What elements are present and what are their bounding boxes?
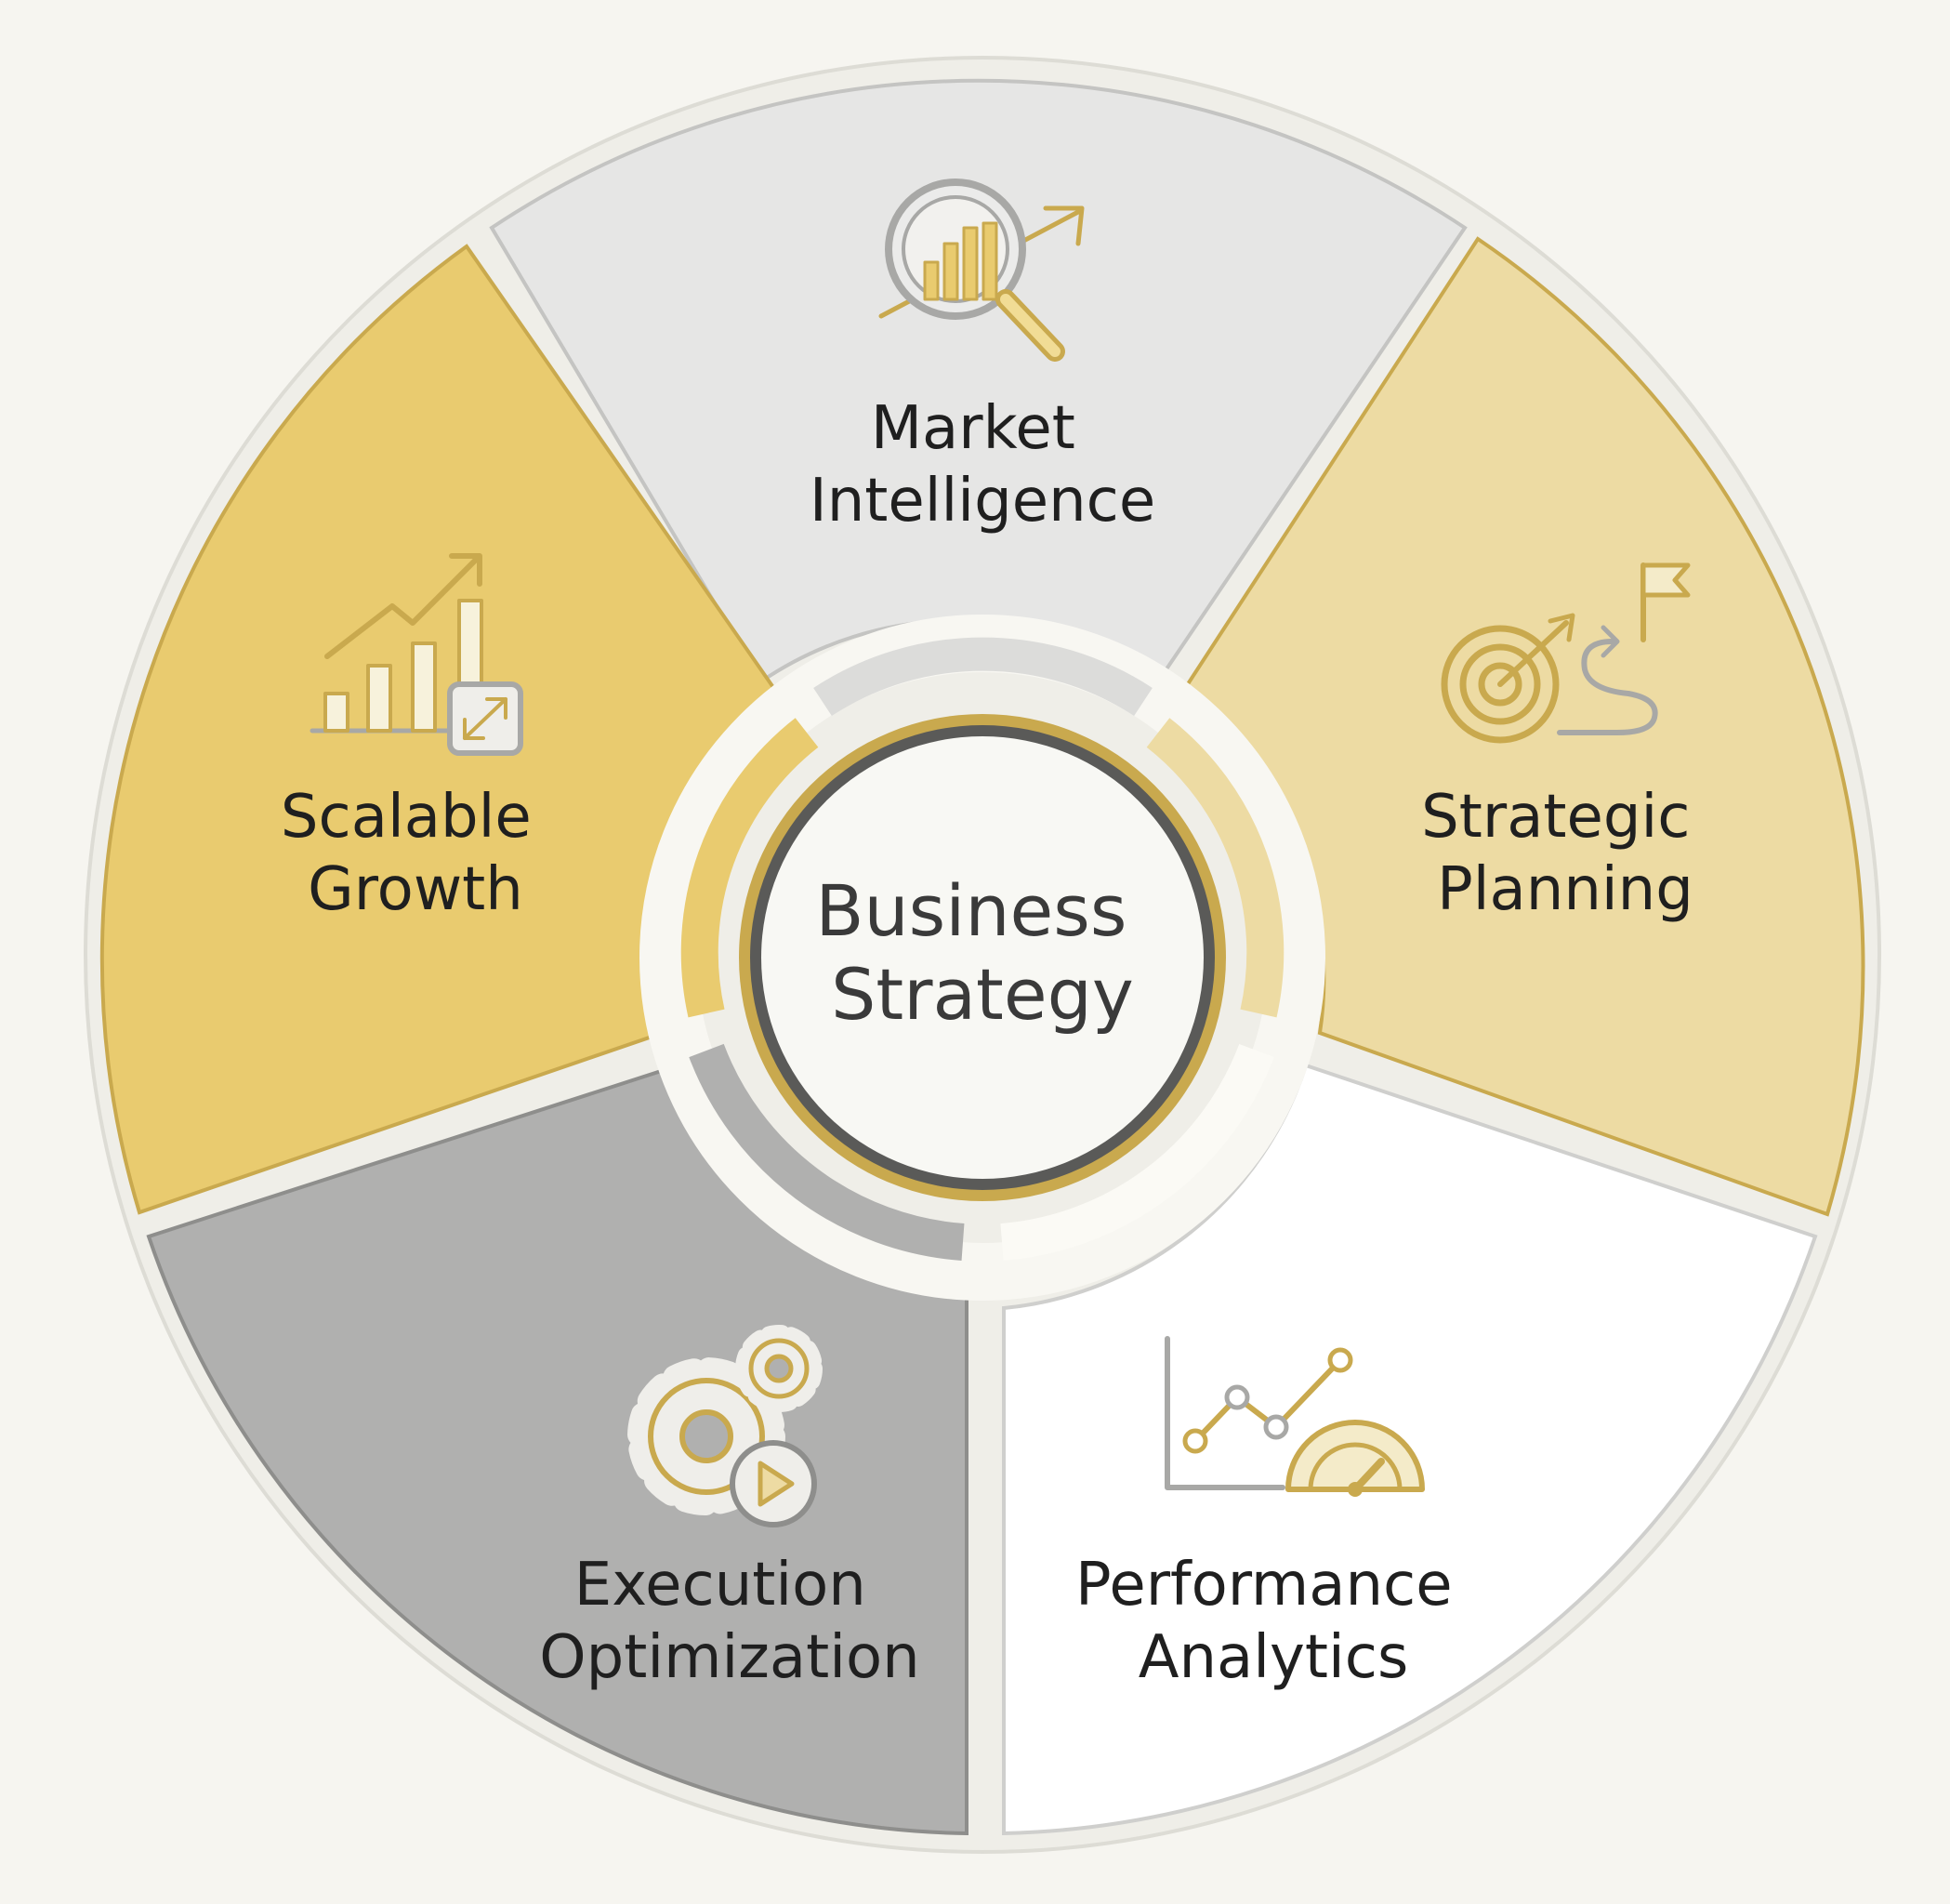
center-hub-label: Business Strategy: [815, 869, 1149, 1036]
growth-chart-expand-icon: [310, 553, 523, 756]
segment-strategic-planning-line2: Planning: [1437, 855, 1693, 924]
center-hub-line2: Strategy: [831, 953, 1134, 1036]
inner-ring-arc-bottom-right: [1000, 1043, 1274, 1261]
segment-execution-optimization-line2: Optimization: [539, 1623, 919, 1692]
segment-execution-optimization[interactable]: Execution Optimization: [146, 1063, 968, 1836]
segment-market-intelligence-line2: Intelligence: [810, 467, 1155, 536]
segment-strategic-planning-label: Strategic Planning: [1421, 783, 1709, 924]
segment-scalable-growth-label: Scalable Growth: [281, 783, 550, 924]
segment-scalable-growth-line2: Growth: [308, 855, 523, 924]
segment-market-intelligence-line1: Market: [871, 394, 1075, 463]
inner-ring: [639, 615, 1325, 1301]
segment-strategic-planning-line1: Strategic: [1421, 783, 1690, 852]
center-hub-line1: Business: [815, 869, 1127, 952]
segment-strategic-planning[interactable]: Strategic Planning: [1178, 236, 1865, 1217]
center-hub-face: [761, 736, 1204, 1179]
segment-scalable-growth[interactable]: Scalable Growth: [99, 244, 782, 1215]
inner-ring-arc-left: [680, 718, 819, 1018]
magnifier-bar-chart-icon: [878, 178, 1085, 362]
segment-performance-analytics-line2: Analytics: [1139, 1623, 1409, 1692]
segment-execution-optimization-label: Execution Optimization: [539, 1551, 919, 1692]
segment-execution-optimization-line1: Execution: [574, 1551, 866, 1620]
segment-performance-analytics[interactable]: Performance Analytics: [1002, 1063, 1818, 1836]
inner-ring-arc-top: [813, 637, 1153, 717]
segment-performance-analytics-line1: Performance: [1075, 1551, 1453, 1620]
segment-scalable-growth-line1: Scalable: [281, 783, 532, 852]
inner-ring-arc-bottom-left: [689, 1043, 965, 1261]
segment-market-intelligence[interactable]: Market Intelligence: [489, 78, 1468, 684]
inner-ring-arc-right: [1146, 718, 1285, 1018]
center-hub[interactable]: Business Strategy: [739, 714, 1226, 1201]
line-chart-gauge-icon: [1165, 1336, 1425, 1497]
segment-market-intelligence-label: Market Intelligence: [810, 394, 1155, 536]
gears-play-icon: [627, 1325, 823, 1527]
target-flag-path-icon: [1441, 562, 1691, 744]
segment-performance-analytics-label: Performance Analytics: [1075, 1551, 1471, 1692]
